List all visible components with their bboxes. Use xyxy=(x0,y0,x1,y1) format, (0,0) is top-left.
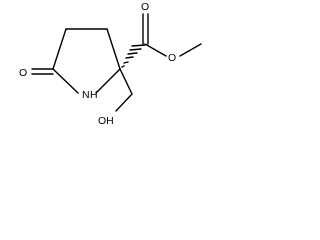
ester-oxygen-label: O xyxy=(168,52,176,64)
bond-o-methyl xyxy=(179,43,202,57)
bond-n-c2 xyxy=(95,68,121,94)
chemical-structure: O N H O O OH xyxy=(19,1,202,127)
ester-carbonyl-oxygen-label: O xyxy=(141,1,149,13)
bond-c5-c2 xyxy=(106,28,121,70)
bond-c3-n xyxy=(52,68,79,94)
bond-ch2-oh xyxy=(115,93,133,112)
bond-ester-c-o-single xyxy=(144,43,167,57)
hashed-wedge-bond xyxy=(121,44,146,68)
ring-hydrogen-label: H xyxy=(90,89,98,101)
bond-c2-ch2 xyxy=(119,68,133,95)
ring-carbonyl-oxygen-label: O xyxy=(19,67,27,79)
ring-nitrogen-label: N xyxy=(82,89,90,101)
bond-c3-c4 xyxy=(52,28,67,70)
hydroxyl-label: OH xyxy=(98,115,114,127)
